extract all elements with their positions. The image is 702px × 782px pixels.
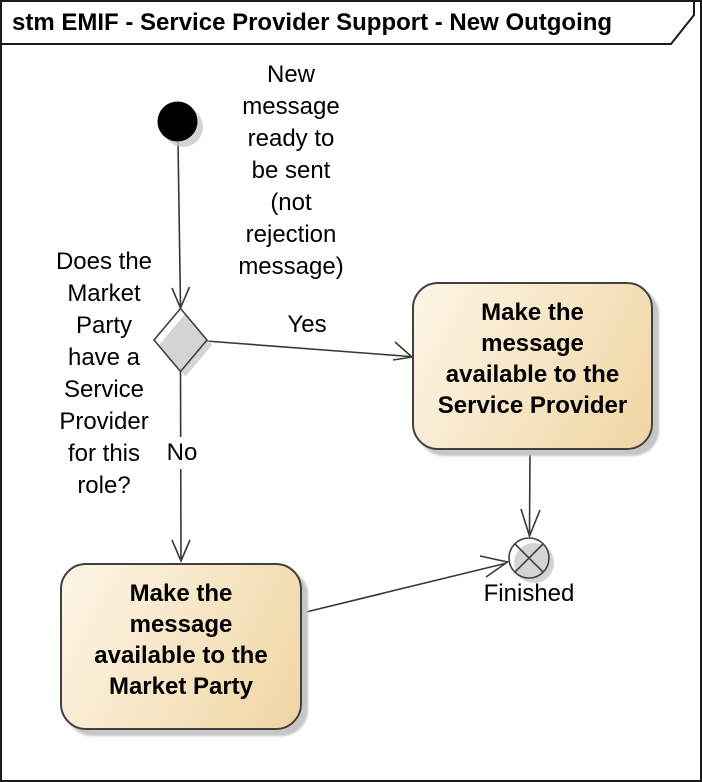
guard-label-no: No xyxy=(152,437,212,469)
edge-decision-yes xyxy=(205,340,411,358)
state-make-available-market-party: Make the message available to the Market… xyxy=(60,563,302,730)
edge-service-provider-to-final xyxy=(528,449,531,535)
frame-title-tab xyxy=(2,2,695,45)
state-make-available-service-provider: Make the message available to the Servic… xyxy=(412,282,653,450)
guard-label-yes: Yes xyxy=(287,311,327,338)
decision-node xyxy=(152,307,209,373)
decision-question-note: Does the Market Party have a Service Pro… xyxy=(55,248,153,499)
state-label: Make the message available to the Market… xyxy=(94,579,268,700)
arrowhead-icon xyxy=(171,539,191,564)
final-node-label: Finished xyxy=(483,580,575,607)
arrowhead-icon xyxy=(520,508,541,539)
state-label: Make the message available to the Servic… xyxy=(437,299,628,419)
edge-initial-to-decision xyxy=(177,141,182,307)
initial-node xyxy=(157,101,198,142)
diagram-title: stm EMIF - Service Provider Support - Ne… xyxy=(12,9,613,36)
trigger-note: New message ready to be sent (not reject… xyxy=(238,61,344,280)
final-node-x-icon xyxy=(514,543,544,573)
arrowhead-icon xyxy=(392,341,414,361)
arrowhead-icon xyxy=(479,555,510,578)
edge-market-party-to-final xyxy=(301,562,506,614)
final-node xyxy=(508,537,550,579)
